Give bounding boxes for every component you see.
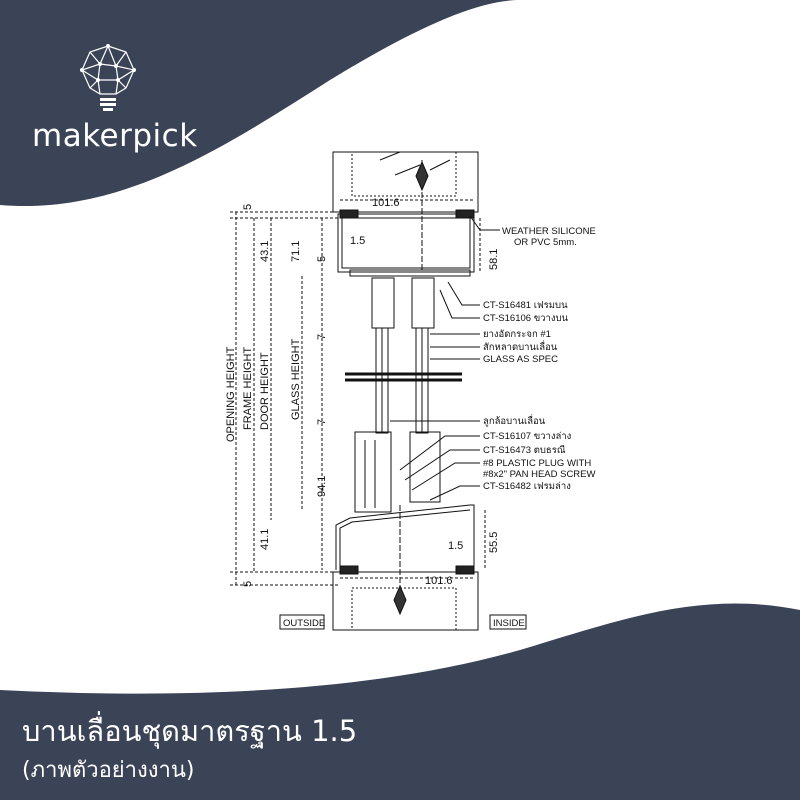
caption-subtitle: (ภาพตัวอย่างงาน) bbox=[22, 758, 195, 783]
dim-bottom-width: 101.6 bbox=[425, 575, 453, 587]
dim-top-width: 101.6 bbox=[372, 197, 400, 209]
caption-title: บานเลื่อนชุดมาตรฐาน 1.5 bbox=[22, 714, 358, 748]
dim-bottom-gap: 5 bbox=[242, 581, 254, 587]
callout-bottom-rail: CT-S16107 ขวางล่าง bbox=[483, 431, 571, 442]
dim-94-1: 94.1 bbox=[316, 476, 328, 497]
outside-label: OUTSIDE bbox=[283, 618, 325, 629]
inside-label: INSIDE bbox=[493, 618, 525, 629]
callout-glass: GLASS AS SPEC bbox=[483, 354, 558, 365]
dim-1-5-bottom: 1.5 bbox=[448, 540, 463, 552]
dim-55-5: 55.5 bbox=[488, 532, 500, 553]
dim-top-gap: 5 bbox=[242, 204, 254, 210]
dimension-lines bbox=[230, 199, 486, 586]
dim-1-5-top: 1.5 bbox=[350, 235, 365, 247]
lightbulb-geometric-icon bbox=[80, 44, 136, 121]
callout-glazing-gasket: ยางอัดกระจก #1 bbox=[483, 329, 551, 340]
label-opening-height: OPENING HEIGHT bbox=[225, 346, 237, 442]
dim-41-1: 41.1 bbox=[259, 529, 271, 550]
bottom-wall bbox=[332, 571, 479, 631]
brand-name: makerpick bbox=[32, 118, 198, 154]
sliding-sashes bbox=[345, 277, 462, 513]
top-wall bbox=[332, 151, 479, 213]
dim-7-bottom: 7 bbox=[316, 419, 328, 425]
bottom-frame bbox=[335, 504, 475, 616]
callout-weather-silicone: WEATHER SILICONE bbox=[502, 226, 596, 237]
callout-top-rail: CT-S16106 ขวางบน bbox=[483, 313, 569, 324]
top-frame bbox=[337, 160, 475, 277]
callout-weather-strip: สักหลาดบานเลื่อน bbox=[483, 340, 558, 353]
dim-43-1: 43.1 bbox=[259, 241, 271, 262]
callout-top-frame: CT-S16481 เฟรมบน bbox=[483, 300, 568, 311]
callout-sill: CT-S16473 ตบธรณี bbox=[483, 444, 566, 456]
callout-leaders bbox=[390, 215, 500, 501]
dim-71-1: 71.1 bbox=[290, 241, 302, 262]
callout-roller: ลูกล้อบานเลื่อน bbox=[483, 414, 546, 427]
dim-7-top: 7 bbox=[316, 334, 328, 340]
label-glass-height: GLASS HEIGHT bbox=[290, 338, 302, 420]
callout-plastic-plug: #8 PLASTIC PLUG WITH bbox=[483, 458, 591, 469]
dim-58-1: 58.1 bbox=[488, 249, 500, 270]
label-door-height: DOOR HEIGHT bbox=[259, 352, 271, 430]
callout-bottom-frame: CT-S16482 เฟรมล่าง bbox=[483, 481, 571, 492]
dim-5-mid: 5 bbox=[316, 256, 328, 262]
callout-screw: #8x2" PAN HEAD SCREW bbox=[483, 469, 596, 480]
callout-pvc: OR PVC 5mm. bbox=[514, 237, 577, 248]
label-frame-height: FRAME HEIGHT bbox=[242, 347, 254, 430]
